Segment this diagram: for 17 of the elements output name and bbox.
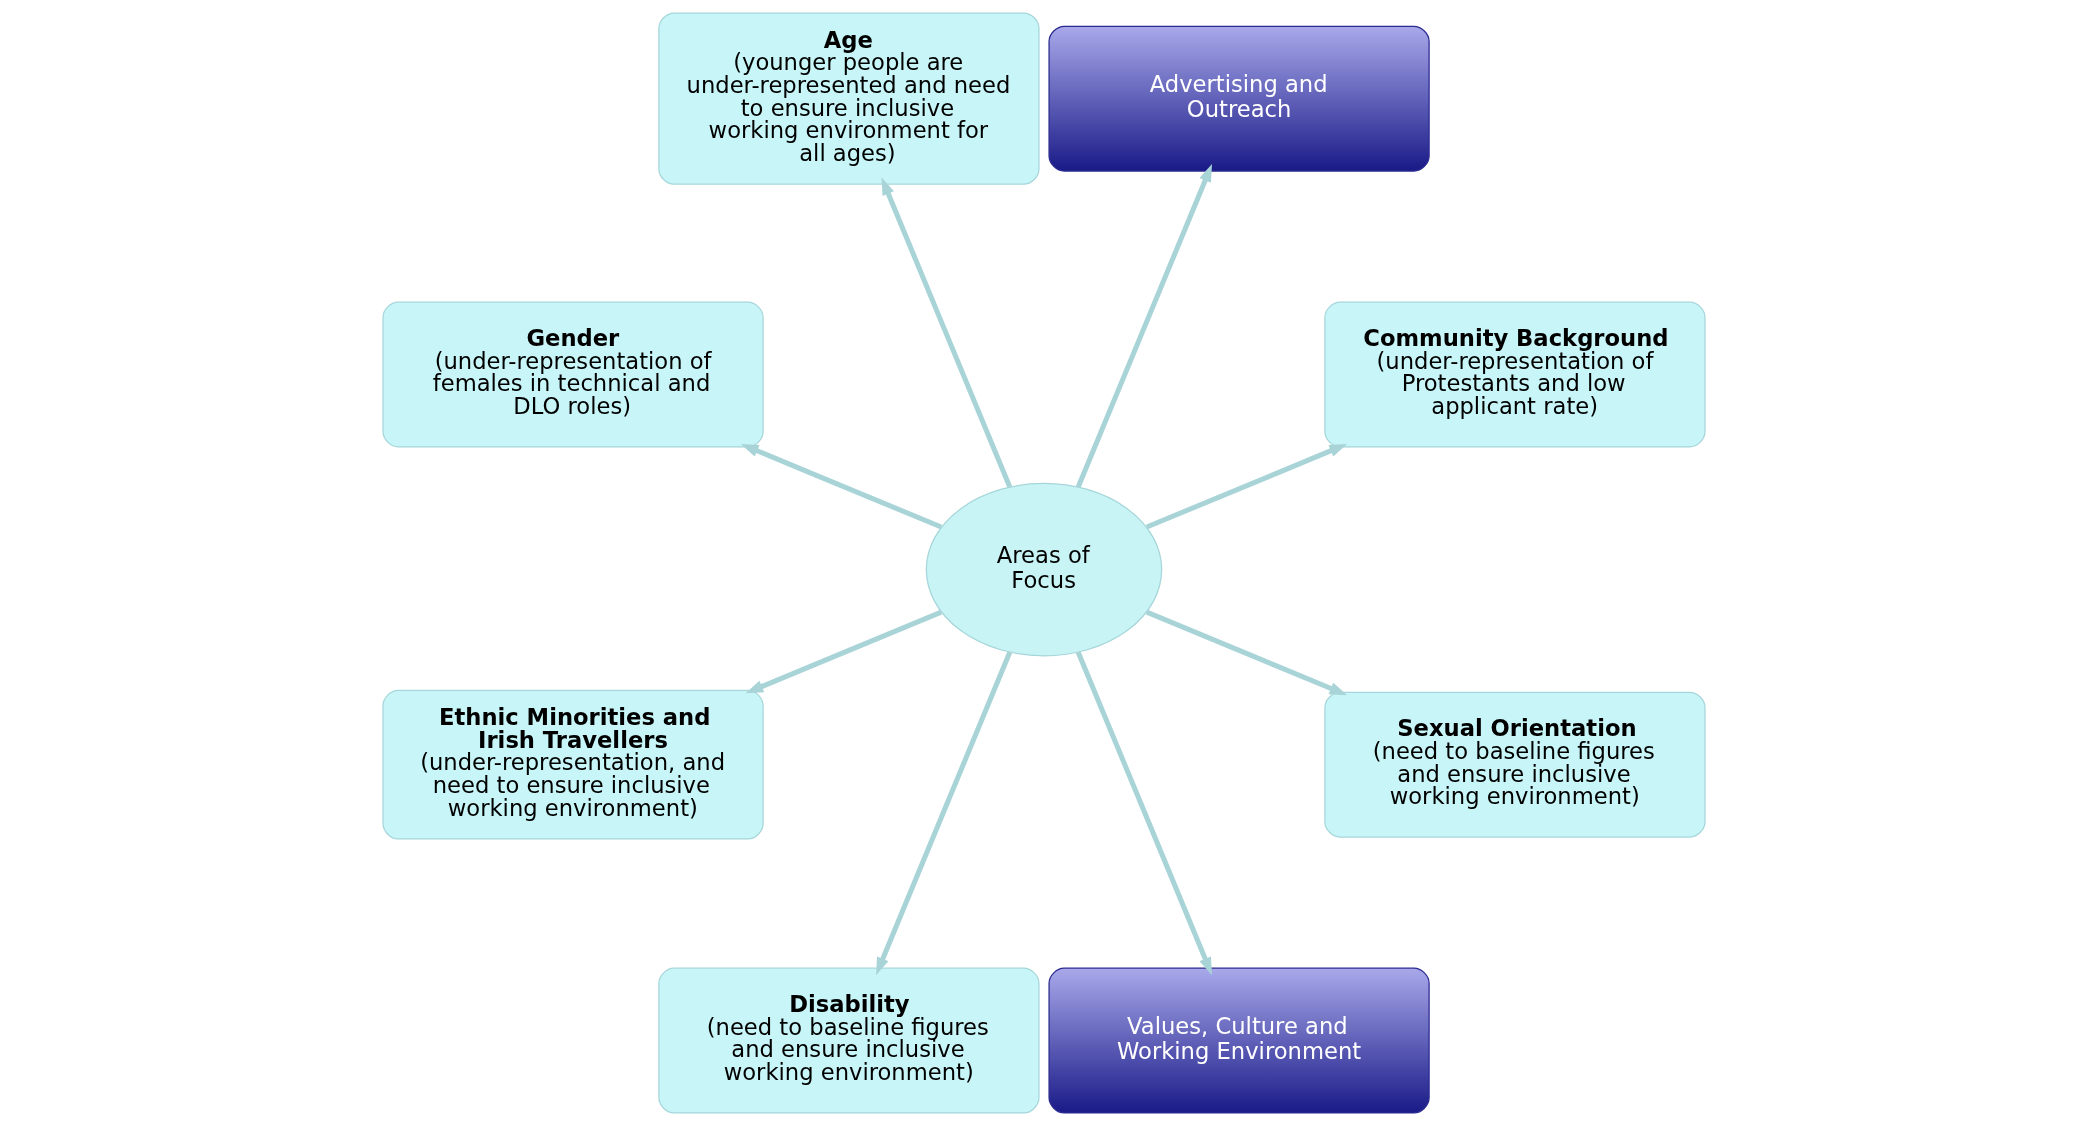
arrow [740,444,942,530]
node-box: Values, Culture and Working Environment [1047,967,1430,1114]
node-box: Advertising and Outreach [1047,25,1430,172]
arrow [1145,444,1347,530]
arrow [875,651,1012,976]
arrow [1075,164,1212,488]
node-box: Community Background (under-representation of Protestants and low applicant rate) [1323,301,1706,448]
arrow [744,609,942,694]
arrow [881,177,1012,488]
node-box: Ethnic Minorities and Irish Travellers (under-representation, and need to ensure inclusive working environment) [381,689,764,840]
node-box: Age (younger people are under-represented and need to ensure inclusive working environment for all ages) [657,12,1040,185]
arrow [1145,609,1347,696]
node-box: Disability (need to baseline figures and ensure inclusive working environment) [657,967,1040,1114]
node-ellipse: Areas of Focus [925,482,1162,657]
arrow [1075,651,1212,976]
node-box: Sexual Orientation (need to baseline figures and ensure inclusive working environment) [1323,691,1706,838]
node-box: Gender (under-representation of females in technical and DLO roles) [381,301,764,448]
